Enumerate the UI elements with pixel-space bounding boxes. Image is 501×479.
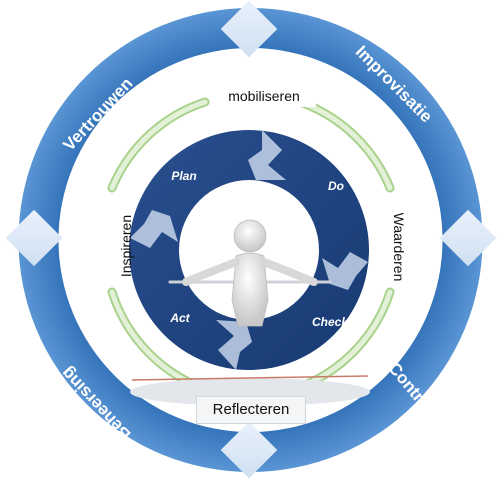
arc-top-left-inner [109, 99, 208, 191]
arc-bottom-right-inner [302, 289, 393, 388]
arc-bottom-left-inner [109, 289, 198, 388]
diamond-left [5, 209, 63, 267]
pdca-arrow-notches [130, 130, 368, 370]
notch-right [322, 252, 368, 290]
figure-body [231, 252, 269, 327]
middle-label-mobiliseren: mobiliseren [212, 85, 316, 107]
pdca-label-act: Act [169, 311, 190, 325]
middle-label-waarderen: Waarderen [391, 212, 407, 282]
pdca-label-plan: Plan [171, 169, 196, 183]
notch-left [130, 210, 178, 248]
platform-line [131, 375, 369, 381]
figure-right-arm [260, 258, 318, 286]
middle-label-inspireren: Inspireren [118, 214, 134, 278]
middle-ring-arcs [107, 97, 395, 390]
notch-top [248, 130, 286, 180]
figure-head [233, 219, 267, 253]
middle-label-reflecteren: Reflecteren [196, 396, 306, 424]
pdca-label-do: Do [328, 179, 344, 193]
notch-bottom [216, 320, 252, 370]
platform-shadow [130, 378, 370, 406]
arc-top-right-inner [297, 99, 393, 191]
pdca-label-check: Check [312, 315, 349, 329]
figure-left-arm [182, 258, 240, 286]
balancing-figure [168, 219, 332, 327]
